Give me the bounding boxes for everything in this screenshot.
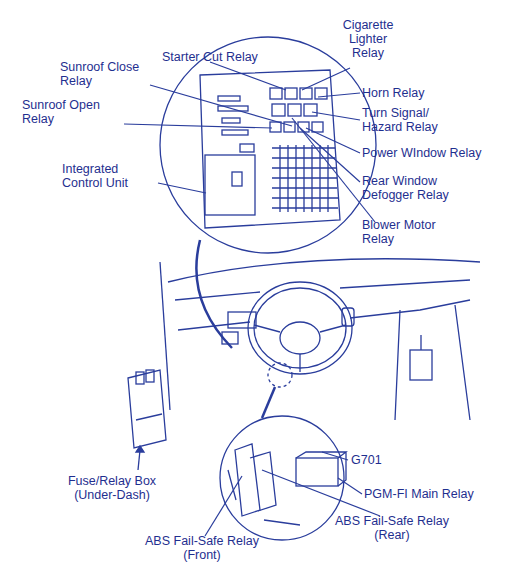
connector [232,172,242,186]
leader [318,93,360,97]
part-label: Rear Window Defogger Relay [362,174,462,202]
part-label: Fuse/Relay Box (Under-Dash) [52,474,172,502]
leader [300,128,360,182]
relay [315,88,327,99]
switch-panel [228,312,256,328]
part-label: Horn Relay [362,86,452,100]
relay [312,122,323,132]
part-label: Cigarette Lighter Relay [332,18,404,60]
dash-line [175,280,470,300]
leader [138,450,140,470]
relay-bracket [228,444,346,525]
shifter [420,335,421,350]
fuse [222,130,248,135]
magnify-circle [160,37,376,253]
part-label: Integrated Control Unit [62,162,158,190]
steering-hub [280,322,320,354]
abs-relay [235,444,260,516]
leader [205,476,242,536]
arrowhead [136,446,144,452]
leader-lines [124,62,380,536]
box-outline [128,370,166,448]
relay [270,122,281,132]
connector [136,372,144,384]
fuse-grid [272,145,338,212]
relay [272,104,285,116]
part-label: PGM-FI Main Relay [364,487,504,501]
leader [338,478,362,494]
shifter [410,350,432,380]
leader [210,62,286,90]
part-label: Starter Cut Relay [162,50,282,64]
leader [158,183,206,193]
part-label: ABS Fail-Safe Relay (Rear) [322,514,462,542]
relay [284,122,295,132]
fuse [222,118,240,123]
console [395,305,470,420]
stalk [342,308,354,326]
part-label: Turn Signal/ Hazard Relay [362,106,462,134]
part-label: Sunroof Close Relay [60,60,152,88]
part-label: Blower Motor Relay [362,218,452,246]
leader [302,68,350,90]
panel-outline [200,70,340,228]
steering-wheel [248,282,352,374]
relay [304,104,317,116]
fuse-panel [200,70,340,228]
connector [146,370,154,382]
relay [300,88,312,99]
bracket [228,470,300,525]
fuse-box-small [222,332,238,344]
part-label: Power WIndow Relay [362,146,502,160]
dash-line [178,300,470,330]
under-dash-box [128,370,166,470]
control-unit [205,155,255,215]
relay [288,104,301,116]
dashboard [160,259,480,420]
abs-relay [250,452,276,511]
zoom-link [262,387,275,418]
relay [270,88,282,99]
location-circle [268,363,292,387]
pgm-fi-relay [296,458,338,486]
dash-top [168,259,480,282]
box-line [136,414,162,420]
leader [322,452,348,460]
relay [285,88,297,99]
leader [262,470,380,516]
leader [124,124,272,128]
fuse [240,144,254,152]
part-label: Sunroof Open Relay [22,98,122,126]
part-label: G701 [351,453,411,467]
part-label: ABS Fail-Safe Relay (Front) [132,534,272,562]
steering-spoke [254,325,346,372]
leader [312,112,360,120]
fuse [218,96,240,101]
leader [150,85,292,126]
